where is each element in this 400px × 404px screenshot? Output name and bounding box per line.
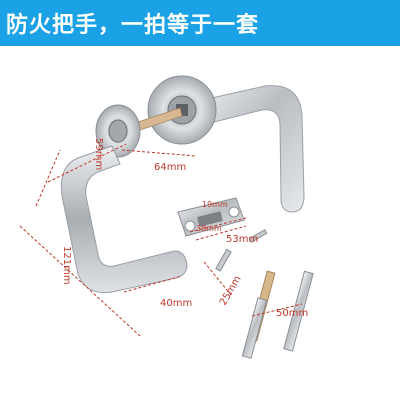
dimension-121: 121mm (61, 246, 72, 285)
dimension-50: 50mm (276, 308, 309, 319)
dimension-38: 38mm (196, 224, 222, 233)
lower-handle (60, 145, 188, 294)
title-banner: 防火把手，一拍等于一套 (0, 0, 400, 46)
dimension-59: 59mm (93, 138, 104, 171)
dimension-53: 53mm (226, 234, 259, 245)
mounting-plate (177, 197, 245, 237)
product-image: 59mm 64mm 121mm 40mm 53mm 19mm 38mm 25mm… (0, 46, 400, 400)
screws (215, 229, 314, 359)
dimension-19: 19mm (202, 200, 228, 209)
dimension-40: 40mm (160, 298, 193, 309)
handle-set-illustration (19, 75, 314, 359)
dimension-lines (19, 143, 303, 337)
upper-handle (95, 75, 305, 213)
dimension-64: 64mm (154, 162, 187, 173)
banner-title: 防火把手，一拍等于一套 (6, 13, 260, 38)
